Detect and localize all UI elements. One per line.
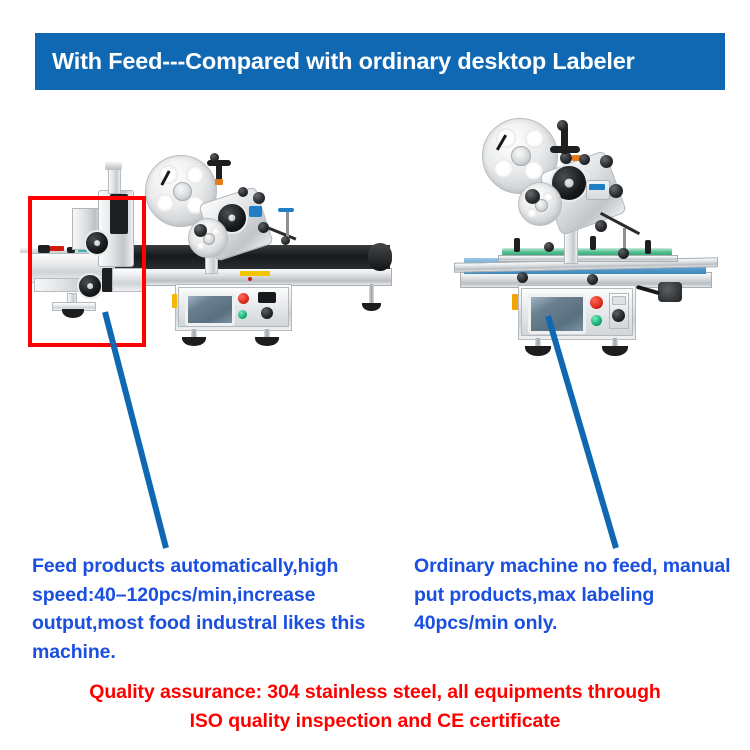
right-head-knob-4[interactable] — [595, 220, 607, 232]
right-applicator-knob[interactable] — [618, 248, 629, 259]
feeder-block-2 — [67, 247, 75, 253]
left-head-knob-2[interactable] — [258, 222, 269, 233]
left-warning-sticker — [240, 271, 270, 276]
right-rail-post-3 — [645, 240, 651, 254]
quality-assurance-line-1: Quality assurance: 304 stainless steel, … — [89, 681, 661, 703]
machine-photos — [0, 95, 750, 365]
right-foot-stem-1 — [535, 338, 541, 348]
right-rewind-knob[interactable] — [525, 189, 540, 204]
right-orange-clamp — [572, 155, 581, 161]
feeder-roller-upper — [84, 230, 110, 256]
left-speed-knob[interactable] — [261, 307, 273, 319]
right-guide-rail-base — [498, 255, 678, 262]
right-head-knob-2[interactable] — [600, 155, 613, 168]
right-t-handle-stem — [561, 126, 568, 154]
left-head-knob-1[interactable] — [253, 192, 265, 204]
left-start-button[interactable] — [238, 310, 247, 319]
header-banner: With Feed---Compared with ordinary deskt… — [35, 33, 725, 90]
right-drive-motor — [658, 282, 682, 302]
right-rail-post-1 — [514, 238, 520, 252]
left-belt-end-roller — [368, 243, 392, 271]
right-top-knob[interactable] — [557, 120, 568, 131]
right-orange-knob[interactable] — [579, 154, 590, 165]
right-foot-1 — [525, 346, 551, 356]
left-t-handle-stem — [216, 164, 222, 182]
feeder-block-1 — [38, 245, 50, 253]
left-digital-display — [258, 292, 276, 303]
left-hmi-screen[interactable] — [185, 293, 235, 326]
right-rail-clamp-1[interactable] — [517, 272, 528, 283]
right-start-button[interactable] — [591, 315, 602, 326]
left-rewind-knob[interactable] — [194, 224, 207, 237]
left-top-knob[interactable] — [210, 153, 219, 162]
left-side-indicator-strip — [172, 294, 177, 308]
right-head-knob-1[interactable] — [609, 184, 623, 198]
feeder-drive-column — [110, 194, 128, 234]
right-emergency-stop-button[interactable] — [590, 296, 603, 309]
left-t-handle-bar[interactable] — [207, 160, 231, 166]
right-rail-post-2 — [590, 236, 596, 250]
right-rewind-reel — [518, 182, 562, 226]
right-column-clamp[interactable] — [544, 242, 554, 252]
left-foot-3 — [362, 303, 381, 311]
right-speed-knob[interactable] — [612, 309, 625, 322]
left-callout-text: Feed products automatically,high speed:4… — [32, 555, 366, 663]
left-foot-stem-1 — [191, 329, 197, 339]
quality-assurance-note: Quality assurance: 304 stainless steel, … — [25, 678, 725, 736]
right-rail-clamp-2[interactable] — [587, 274, 598, 285]
left-applicator-knob[interactable] — [281, 236, 290, 245]
left-emergency-stop-button[interactable] — [238, 293, 249, 304]
left-applicator-tip — [278, 208, 294, 212]
right-foot-2 — [602, 346, 628, 356]
left-orange-clamp — [215, 179, 223, 185]
quality-assurance-line-2: ISO quality inspection and CE certificat… — [189, 710, 561, 732]
left-rewind-reel — [188, 218, 228, 258]
right-brand-plate — [586, 180, 610, 200]
left-foot-stem-3 — [369, 284, 374, 306]
left-rail-indicator — [248, 277, 252, 281]
feeder-foot — [62, 309, 84, 318]
right-head-knob-3[interactable] — [560, 152, 572, 164]
right-guide-rail — [502, 248, 672, 257]
left-head-knob-3[interactable] — [238, 187, 248, 197]
feeder-adjust-screw — [108, 168, 121, 194]
left-foot-2 — [255, 337, 279, 346]
right-hmi-screen[interactable] — [528, 294, 586, 334]
page-title: With Feed---Compared with ordinary deskt… — [52, 48, 635, 74]
left-foot-stem-2 — [264, 329, 270, 339]
right-knob-scale — [612, 296, 626, 305]
left-foot-1 — [182, 337, 206, 346]
right-callout-text: Ordinary machine no feed, manual put pro… — [414, 555, 731, 634]
right-brand-badge — [589, 184, 605, 190]
feeder-highlight-box — [28, 196, 146, 347]
feeder-red-marker — [50, 246, 64, 251]
right-side-indicator-strip — [512, 294, 518, 310]
right-applicator-post — [623, 228, 626, 254]
right-machine-photo — [440, 110, 740, 365]
left-applicator-post — [286, 212, 289, 240]
left-machine-photo — [20, 150, 392, 365]
feeder-adjust-knob[interactable] — [105, 162, 122, 170]
left-brand-badge — [249, 206, 262, 217]
